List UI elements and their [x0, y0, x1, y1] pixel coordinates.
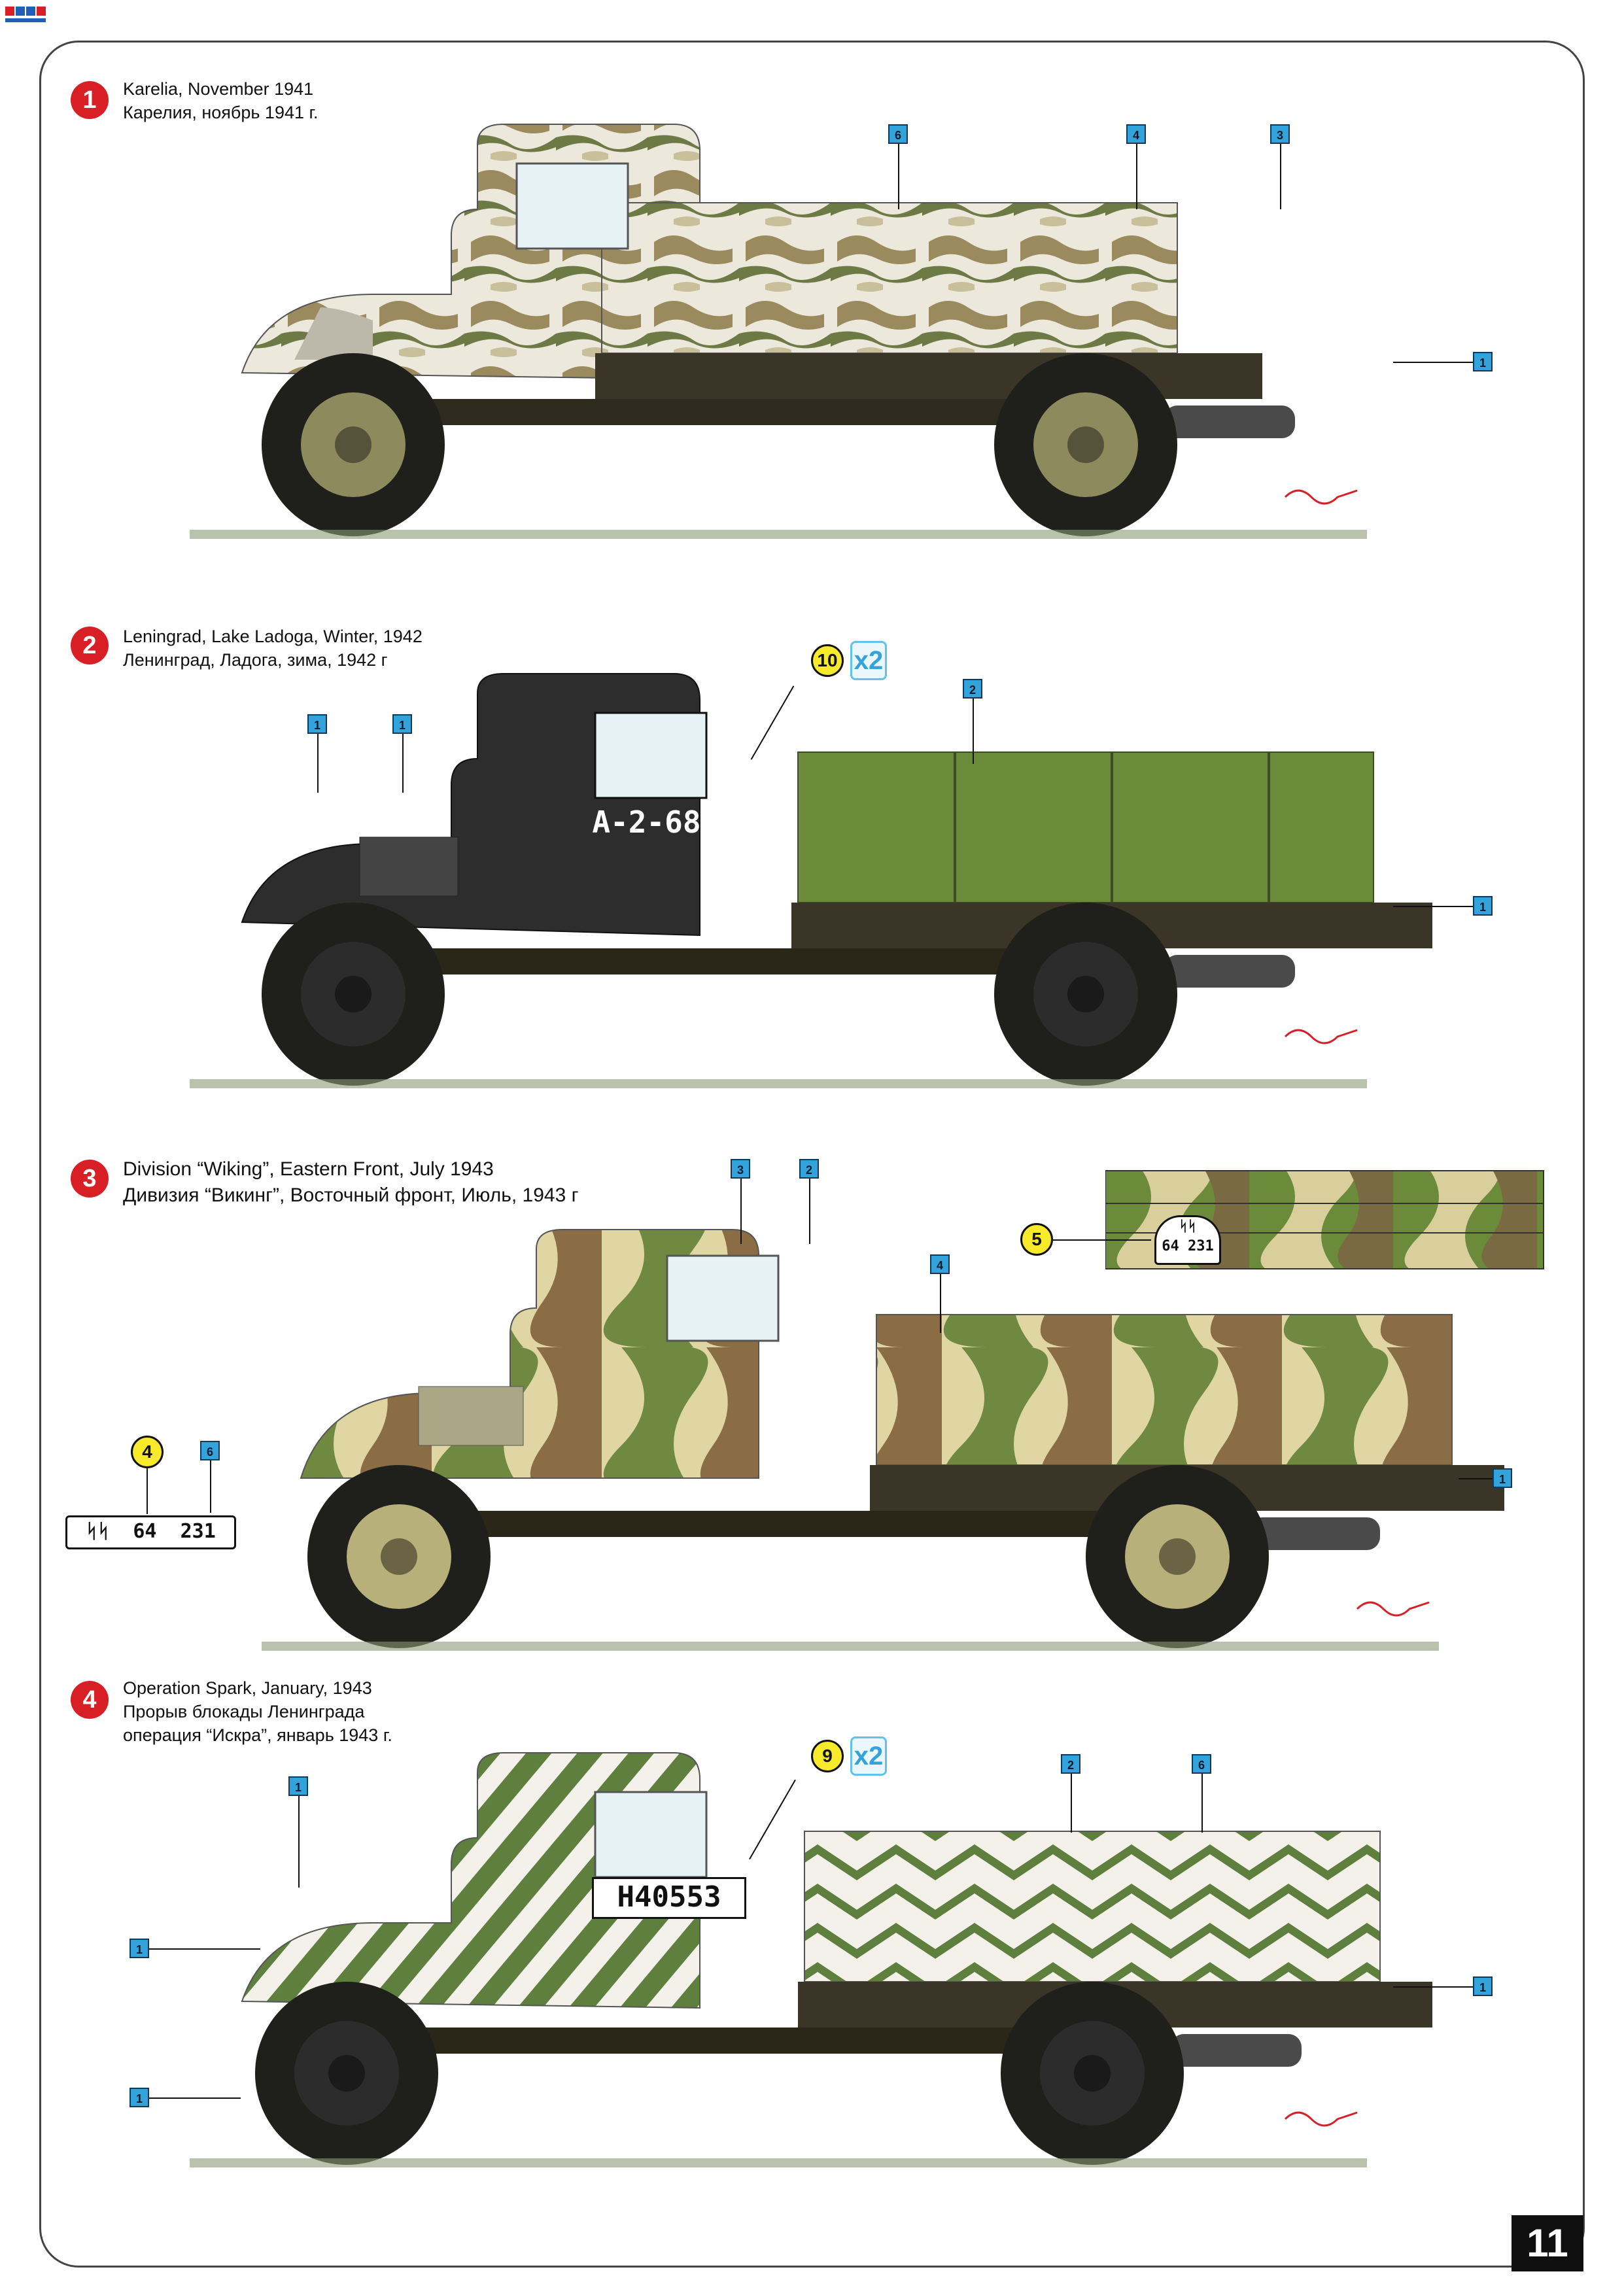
- callout-marker: 6: [1192, 1754, 1211, 1774]
- leader-line: [1393, 362, 1473, 363]
- callout-marker: 6: [200, 1441, 220, 1460]
- callout-marker: 1: [130, 2088, 149, 2107]
- profile-number-badge: 4: [71, 1681, 109, 1719]
- title-ru: Дивизия “Викинг”, Восточный фронт, Июль,…: [123, 1184, 579, 1206]
- door-number-plate: H40553: [592, 1877, 746, 1919]
- side-plate: ᛋᛋ 64 231: [1154, 1215, 1221, 1265]
- leader-line: [973, 699, 974, 764]
- callout-marker: 1: [1493, 1468, 1512, 1488]
- decal-number-marker: 5: [1020, 1223, 1053, 1256]
- callout-marker: 3: [731, 1159, 750, 1179]
- artist-signature: [1356, 1601, 1430, 1617]
- leader-line: [1053, 1239, 1151, 1241]
- decal-number-marker: 9: [811, 1740, 844, 1772]
- callout-marker: 1: [130, 1939, 149, 1958]
- title-ru: Карелия, ноябрь 1941 г.: [123, 103, 319, 122]
- callout-marker: 4: [930, 1254, 950, 1274]
- profile-title: Division “Wiking”, Eastern Front, July 1…: [123, 1156, 579, 1209]
- artist-signature: [1284, 2111, 1358, 2127]
- title-ru: Ленинград, Ладога, зима, 1942 г: [123, 650, 388, 670]
- leader-line: [298, 1796, 300, 1888]
- leader-line: [1136, 144, 1137, 209]
- callout-marker: 1: [1473, 1976, 1493, 1996]
- callout-marker: 1: [392, 714, 412, 734]
- truck-profile-1: [190, 124, 1367, 539]
- plate-runes: ᛋᛋ: [1179, 1218, 1197, 1235]
- page-number: 11: [1512, 2215, 1583, 2271]
- leader-line: [147, 1468, 148, 1514]
- callout-marker: 2: [799, 1159, 819, 1179]
- leader-line: [940, 1274, 941, 1333]
- callout-marker: 2: [963, 679, 982, 699]
- cab-tactical-marking: A-2-68-62: [592, 804, 755, 840]
- leader-line: [317, 734, 319, 793]
- leader-line: [402, 734, 404, 793]
- title-en: Leningrad, Lake Ladoga, Winter, 1942: [123, 627, 423, 646]
- profile-number-badge: 3: [71, 1160, 109, 1198]
- callout-marker: 4: [1126, 124, 1146, 144]
- publisher-logo: [5, 7, 46, 22]
- artist-signature: [1284, 489, 1358, 505]
- profile-title: Leningrad, Lake Ladoga, Winter, 1942 Лен…: [123, 625, 423, 672]
- decal-number-marker: 10: [811, 644, 844, 677]
- decal-multiplier: x2: [850, 1736, 887, 1776]
- truck-profile-3: [262, 1229, 1504, 1651]
- leader-line: [1459, 1478, 1493, 1479]
- profile-title: Operation Spark, January, 1943 Прорыв бл…: [123, 1676, 392, 1747]
- callout-marker: 3: [1270, 124, 1290, 144]
- leader-line: [1393, 1986, 1473, 1988]
- title-ru: Прорыв блокады Ленинграда: [123, 1702, 365, 1721]
- callout-marker: 1: [288, 1776, 308, 1796]
- leader-line: [1393, 906, 1473, 907]
- leader-line: [1201, 1774, 1203, 1833]
- truck-profile-4: [190, 1752, 1432, 2167]
- callout-marker: 6: [888, 124, 908, 144]
- leader-line: [740, 1179, 742, 1244]
- leader-line: [1280, 144, 1281, 209]
- title-ru: операция “Искра”, январь 1943 г.: [123, 1725, 392, 1745]
- leader-line: [809, 1179, 810, 1244]
- plate-number: 64 231: [1162, 1238, 1214, 1254]
- leader-line: [149, 2097, 241, 2099]
- leader-line: [210, 1460, 211, 1513]
- callout-marker: 2: [1061, 1754, 1080, 1774]
- license-plate: ᛋᛋ 64 231: [65, 1515, 236, 1549]
- decal-number-marker: 4: [131, 1436, 164, 1468]
- decal-multiplier: x2: [850, 641, 887, 680]
- truck-profile-2: [190, 673, 1432, 1088]
- profile-number-badge: 2: [71, 627, 109, 664]
- leader-line: [898, 144, 899, 209]
- title-en: Division “Wiking”, Eastern Front, July 1…: [123, 1158, 494, 1180]
- plate-right-number: 231: [180, 1520, 216, 1543]
- page-frame: [39, 41, 1585, 2268]
- callout-marker: 1: [1473, 896, 1493, 916]
- leader-line: [1071, 1774, 1072, 1833]
- title-en: Operation Spark, January, 1943: [123, 1678, 372, 1698]
- profile-number-badge: 1: [71, 81, 109, 119]
- profile-title: Karelia, November 1941 Карелия, ноябрь 1…: [123, 77, 319, 124]
- title-en: Karelia, November 1941: [123, 79, 314, 99]
- callout-marker: 1: [307, 714, 327, 734]
- callout-marker: 1: [1473, 352, 1493, 371]
- leader-line: [149, 1948, 260, 1950]
- artist-signature: [1284, 1029, 1358, 1044]
- plate-runes: ᛋᛋ: [86, 1520, 110, 1543]
- plate-left-number: 64: [133, 1520, 157, 1543]
